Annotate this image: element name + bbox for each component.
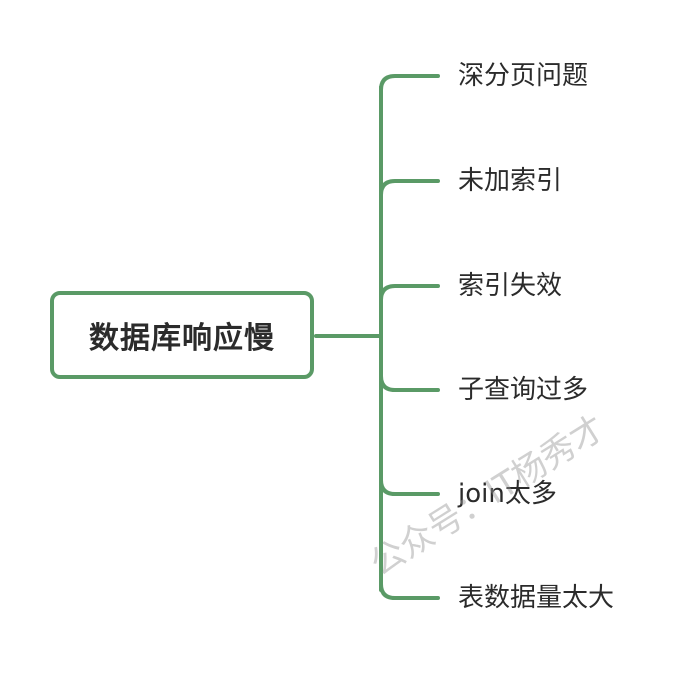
branch-connector-6 [379, 582, 440, 600]
branch-node-5[interactable]: join太多 [458, 479, 557, 509]
branch-connector-3 [379, 284, 440, 302]
root-node[interactable]: 数据库响应慢 [50, 291, 314, 379]
branch-node-3[interactable]: 索引失效 [458, 271, 563, 301]
branch-connector-1 [379, 74, 440, 92]
branch-connector-2 [379, 179, 440, 197]
branch-node-2[interactable]: 未加索引 [458, 166, 563, 196]
branch-connector-5 [379, 478, 440, 496]
branch-node-6[interactable]: 表数据量太大 [458, 583, 615, 613]
branch-connector-4 [379, 374, 440, 392]
branch-node-4[interactable]: 子查询过多 [458, 375, 589, 405]
root-node-label: 数据库响应慢 [89, 321, 275, 356]
branch-node-1[interactable]: 深分页问题 [458, 61, 589, 91]
